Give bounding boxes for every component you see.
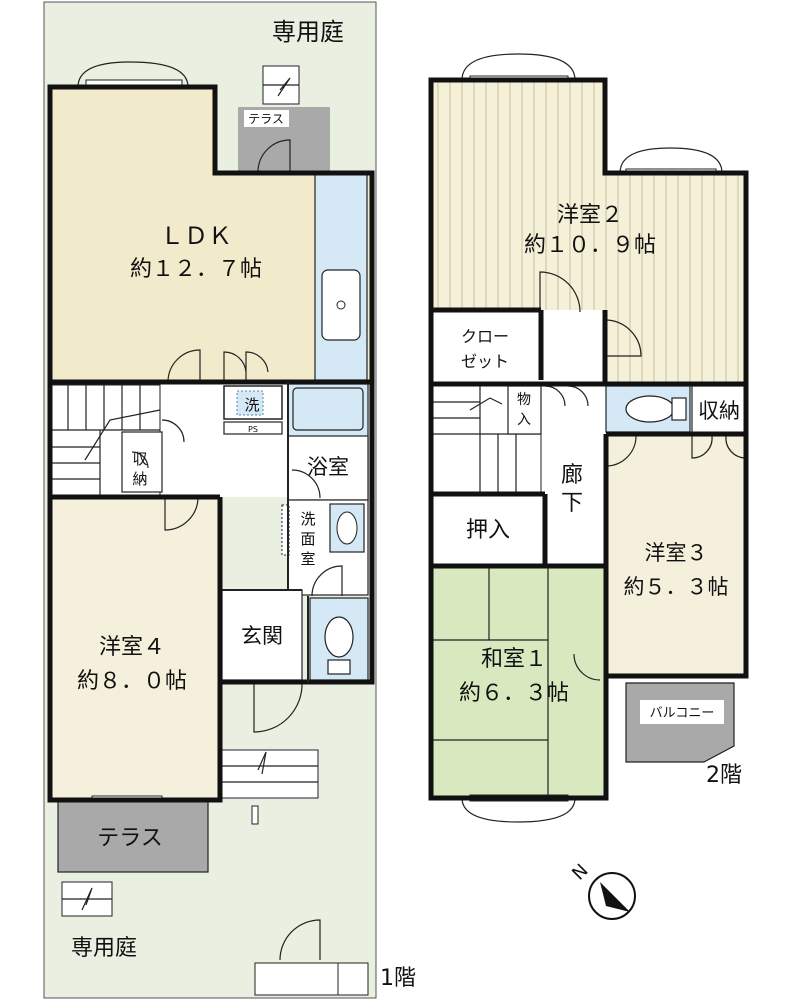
north-arrow: N xyxy=(568,860,636,920)
label-western2-name: 洋室２ xyxy=(557,203,623,228)
room-western-3 xyxy=(606,436,746,676)
label-western4-size: 約８．０帖 xyxy=(77,669,187,694)
label-western3-size: 約５．３帖 xyxy=(624,575,729,599)
label-terrace-big: テラス xyxy=(97,826,163,851)
label-western4-name: 洋室４ xyxy=(99,635,165,660)
label-floor2: 2階 xyxy=(706,763,742,788)
room-closet xyxy=(431,312,539,384)
label-washroom-c: 室 xyxy=(300,550,315,568)
label-washroom-b: 面 xyxy=(300,530,315,548)
room-japanese-1 xyxy=(431,566,604,798)
north-arrow-label: N xyxy=(568,860,592,884)
label-closet-b: ゼット xyxy=(461,352,509,371)
tatami-lines xyxy=(431,566,549,798)
label-garden-top: 専用庭 xyxy=(272,18,344,46)
room-ldk xyxy=(50,87,372,382)
label-ldk-size: 約１２．７帖 xyxy=(130,257,262,282)
label-floor1: 1階 xyxy=(380,966,416,991)
floor-1: 専用庭 テラス ＬＤＫ 約１２．７帖 洗 PS 収 納 浴室 洗 面 室 玄関 … xyxy=(43,1,416,999)
label-japanese1-size: 約６．３帖 xyxy=(459,681,569,706)
label-balcony: バルコニー xyxy=(650,706,715,721)
label-hall-a: 廊 xyxy=(561,463,583,488)
sink xyxy=(321,269,361,341)
storage-1f xyxy=(121,431,163,493)
label-oshiire: 押入 xyxy=(466,518,510,543)
storage-small-2f xyxy=(507,385,542,435)
room-western-4 xyxy=(50,497,220,800)
stairs-floor2 xyxy=(430,385,542,493)
terrace-big xyxy=(57,799,209,873)
label-storage-small-a: 物 xyxy=(517,392,531,408)
label-garden-bottom: 専用庭 xyxy=(71,936,137,961)
garden-step-bottom xyxy=(61,881,369,996)
label-ldk-name: ＬＤＫ xyxy=(160,222,232,250)
label-storage-small-b: 入 xyxy=(517,412,531,428)
label-hall-b: 下 xyxy=(561,491,583,516)
label-entrance: 玄関 xyxy=(241,624,283,648)
label-washroom-a: 洗 xyxy=(300,510,315,528)
label-japanese1-name: 和室１ xyxy=(481,647,547,672)
garden-step-top xyxy=(262,65,300,105)
label-western2-size: 約１０．９帖 xyxy=(524,233,656,258)
label-closet-a: クロー xyxy=(461,327,509,346)
label-storage2: 収納 xyxy=(698,399,740,423)
label-ps: PS xyxy=(248,425,258,434)
label-storage-1f-b: 納 xyxy=(132,470,147,488)
label-wash: 洗 xyxy=(244,396,259,414)
porch-steps xyxy=(221,681,319,825)
label-bath: 浴室 xyxy=(307,455,349,479)
label-terrace-small: テラス xyxy=(248,112,284,126)
floor-2: 洋室２ 約１０．９帖 クロー ゼット 物 入 収納 廊 下 押入 洋室３ 約５．… xyxy=(428,53,749,920)
label-western3-name: 洋室３ xyxy=(645,541,708,565)
pipe-space xyxy=(223,421,283,435)
room-oshiire xyxy=(431,496,543,564)
label-storage-1f-a: 収 xyxy=(132,450,147,468)
